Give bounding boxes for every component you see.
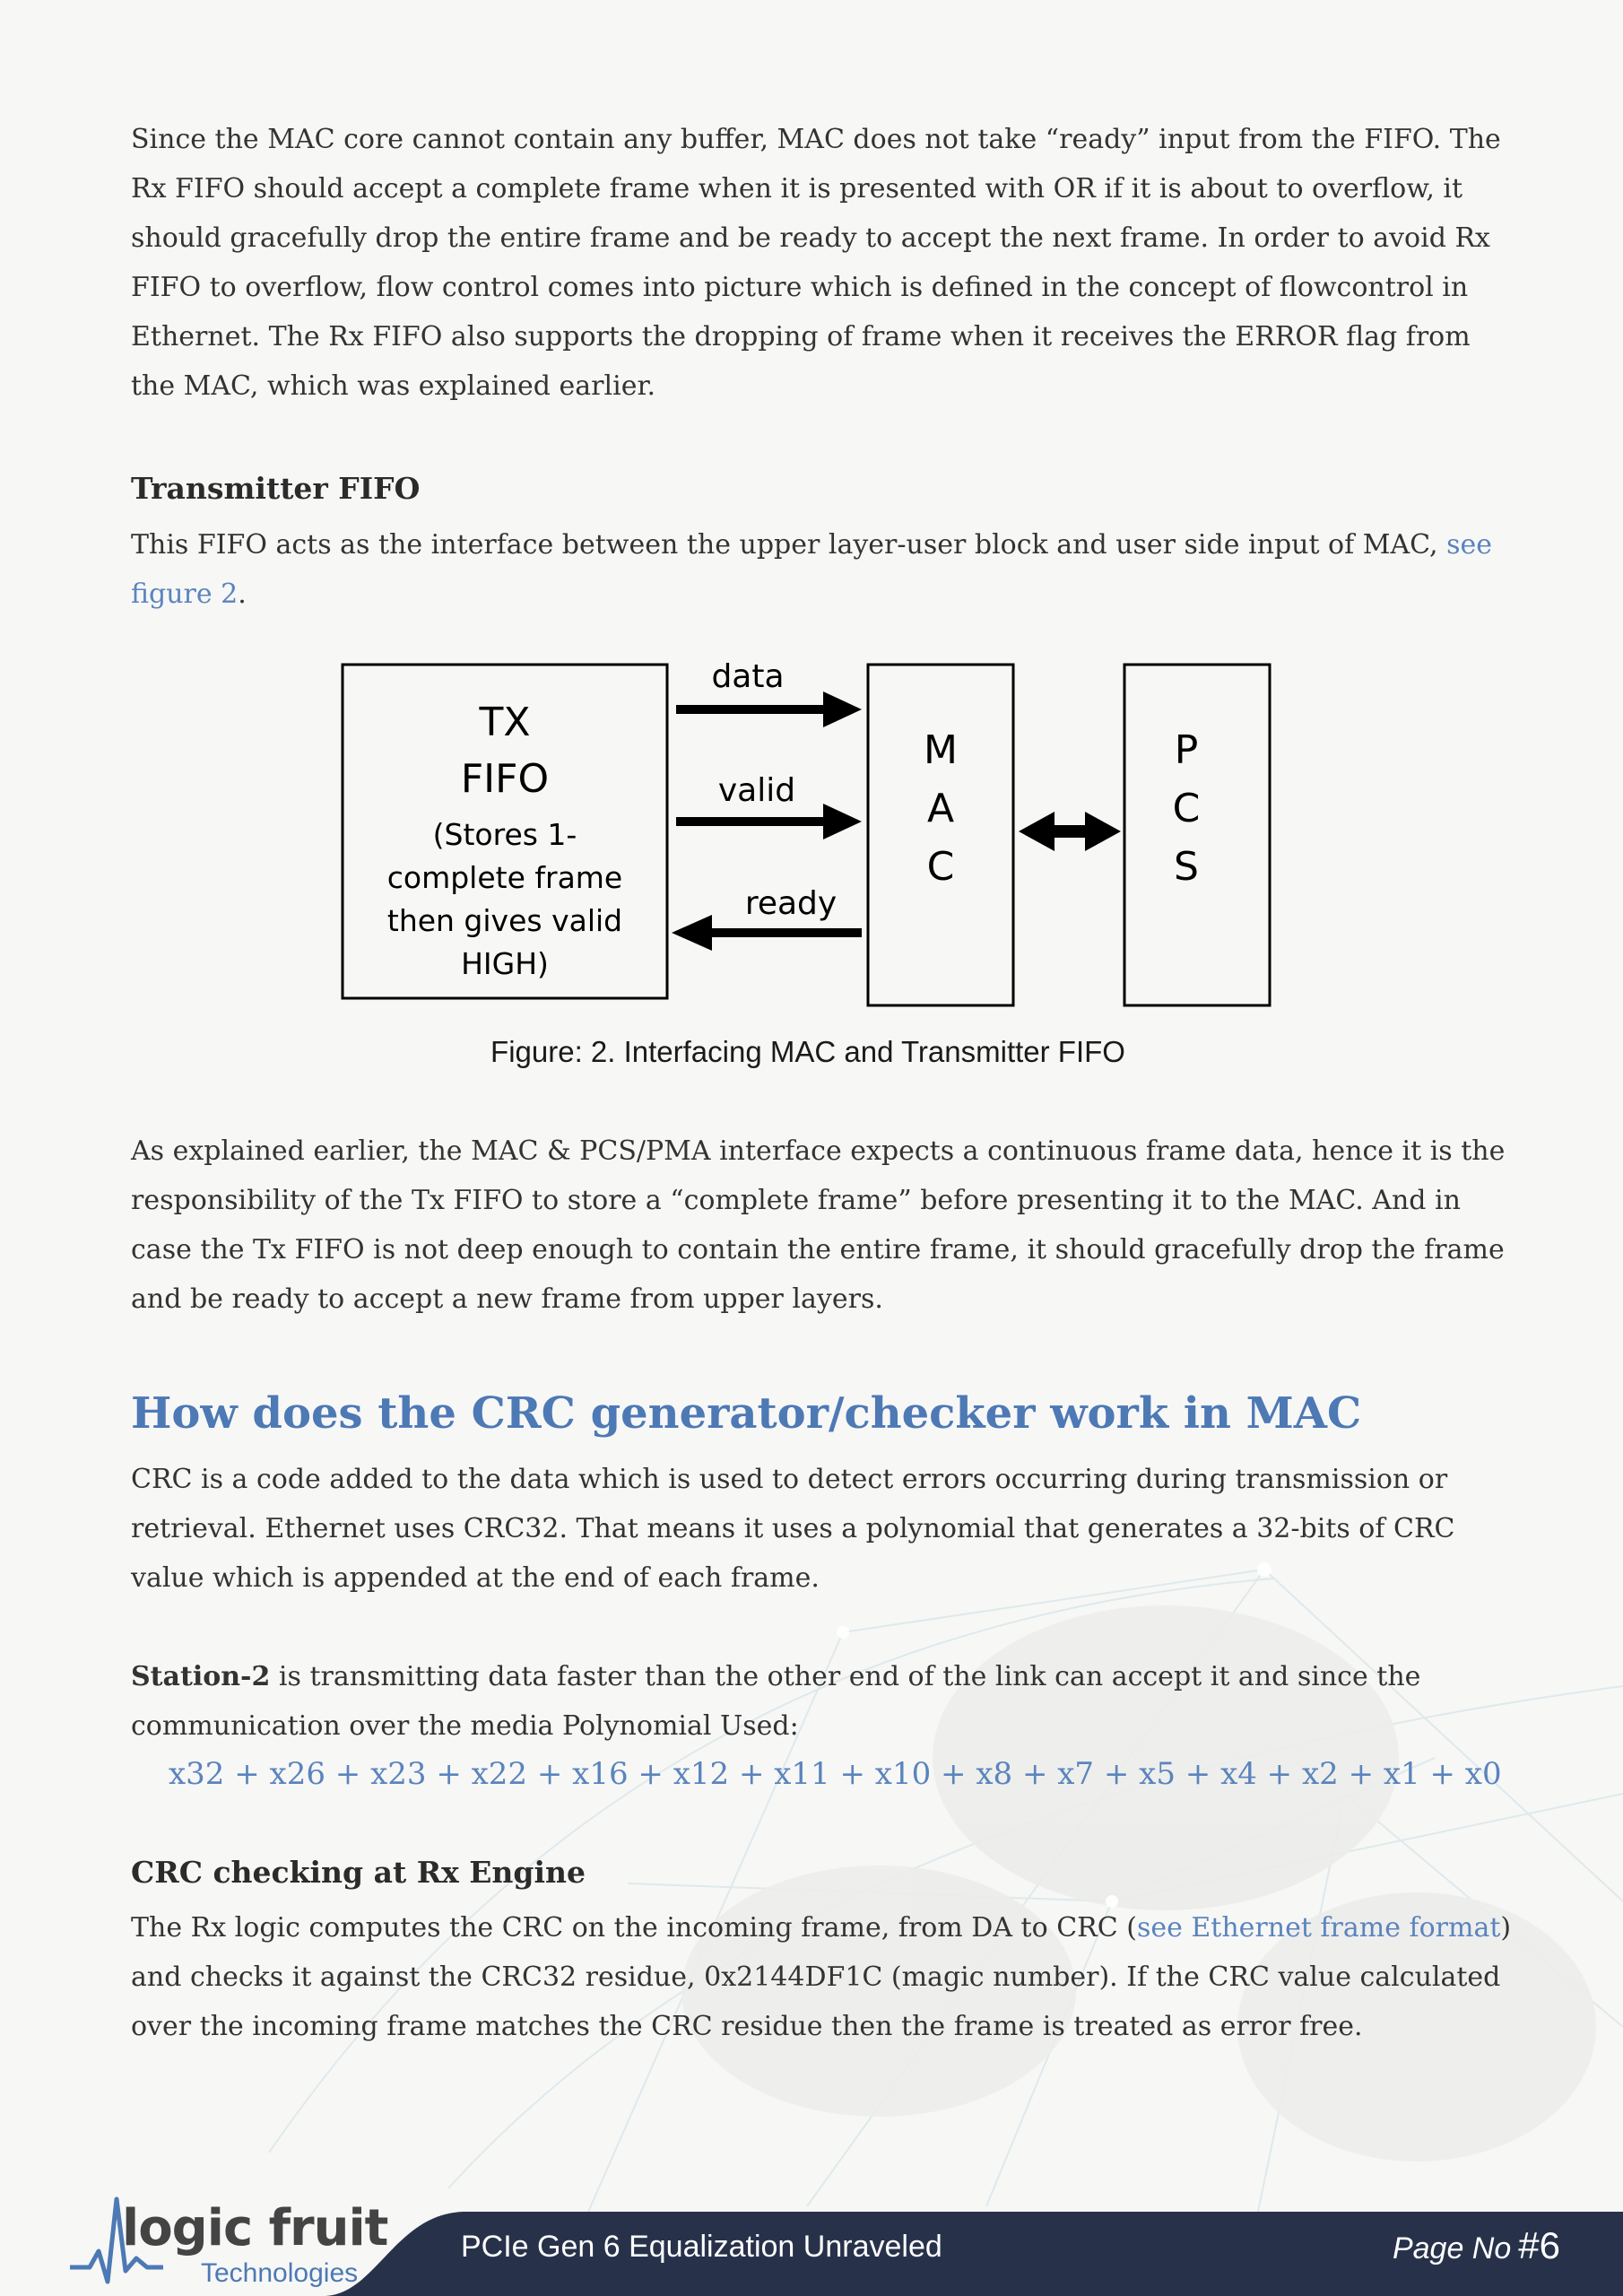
station-paragraph: Station-2 is transmitting data faster th… xyxy=(131,1652,1512,1751)
transmitter-fifo-paragraph: This FIFO acts as the interface between … xyxy=(131,520,1512,619)
logo-pulse-icon xyxy=(70,2196,163,2284)
ready-arrow xyxy=(672,915,862,951)
mac-letter-m: M xyxy=(924,727,958,773)
crc-section-heading: How does the CRC generator/checker work … xyxy=(131,1388,1362,1439)
tx-fifo-box xyxy=(341,663,669,1000)
pcs-letter-c: C xyxy=(1173,786,1201,831)
ethernet-frame-format-link[interactable]: see Ethernet frame format xyxy=(1136,1912,1501,1944)
transmitter-text-end: . xyxy=(238,578,247,610)
transmitter-text: This FIFO acts as the interface between … xyxy=(131,529,1447,561)
station-text: is transmitting data faster than the oth… xyxy=(131,1661,1421,1742)
pcs-box xyxy=(1123,663,1271,1007)
figure-caption: Figure: 2. Interfacing MAC and Transmitt… xyxy=(490,1035,1125,1068)
rx-text-end: ) and checks it against the CRC32 residu… xyxy=(131,1912,1512,2042)
rx-engine-paragraph: The Rx logic computes the CRC on the inc… xyxy=(131,1903,1512,2051)
data-arrow xyxy=(676,691,862,727)
footer-band xyxy=(323,2212,1623,2296)
logo-main-text: logic fruit xyxy=(122,2199,388,2257)
logo-sub-text: Technologies xyxy=(201,2258,359,2288)
page-number: Page No#6 xyxy=(1393,2224,1560,2267)
tx-fifo-note-4: HIGH) xyxy=(461,946,549,981)
ready-label: ready xyxy=(745,885,837,922)
crc32-polynomial: x32 + x26 + x23 + x22 + x16 + x12 + x11 … xyxy=(169,1756,1502,1792)
pcs-letter-p: P xyxy=(1175,727,1199,773)
transmitter-fifo-heading: Transmitter FIFO xyxy=(131,471,421,506)
see-figure-2-link[interactable]: see figure 2 xyxy=(131,529,1493,610)
explained-paragraph: As explained earlier, the MAC & PCS/PMA … xyxy=(131,1135,1506,1315)
background-network-art xyxy=(268,1562,1623,2224)
tx-fifo-note-1: (Stores 1- xyxy=(433,817,577,852)
intro-paragraph: Since the MAC core cannot contain any bu… xyxy=(131,124,1501,402)
station-2-label: Station-2 xyxy=(131,1661,271,1692)
rx-text-start: The Rx logic computes the CRC on the inc… xyxy=(131,1912,1137,1944)
page-content: Since the MAC core cannot contain any bu… xyxy=(131,115,1512,2051)
tx-fifo-note-3: then gives valid xyxy=(387,903,622,938)
tx-fifo-title-line2: FIFO xyxy=(461,756,549,802)
figure-2-diagram: TX FIFO (Stores 1- complete frame then g… xyxy=(131,655,1512,1121)
mac-letter-a: A xyxy=(927,786,954,831)
valid-arrow xyxy=(676,804,862,839)
crc-rx-engine-heading: CRC checking at Rx Engine xyxy=(131,1855,586,1890)
data-label: data xyxy=(711,658,784,695)
mac-letter-c: C xyxy=(927,844,955,890)
document-title: PCIe Gen 6 Equalization Unraveled xyxy=(461,2230,942,2264)
page-number-value: #6 xyxy=(1518,2224,1560,2266)
valid-label: valid xyxy=(718,772,795,809)
mac-pcs-double-arrow xyxy=(1019,812,1121,851)
mac-box xyxy=(866,663,1015,1007)
page-label: Page No xyxy=(1392,2231,1512,2266)
pcs-letter-s: S xyxy=(1174,844,1199,890)
tx-fifo-title-line1: TX xyxy=(478,700,530,745)
crc-paragraph: CRC is a code added to the data which is… xyxy=(131,1464,1455,1594)
interfacing-diagram-svg: TX FIFO (Stores 1- complete frame then g… xyxy=(341,658,1271,1007)
tx-fifo-note-2: complete frame xyxy=(387,860,623,895)
